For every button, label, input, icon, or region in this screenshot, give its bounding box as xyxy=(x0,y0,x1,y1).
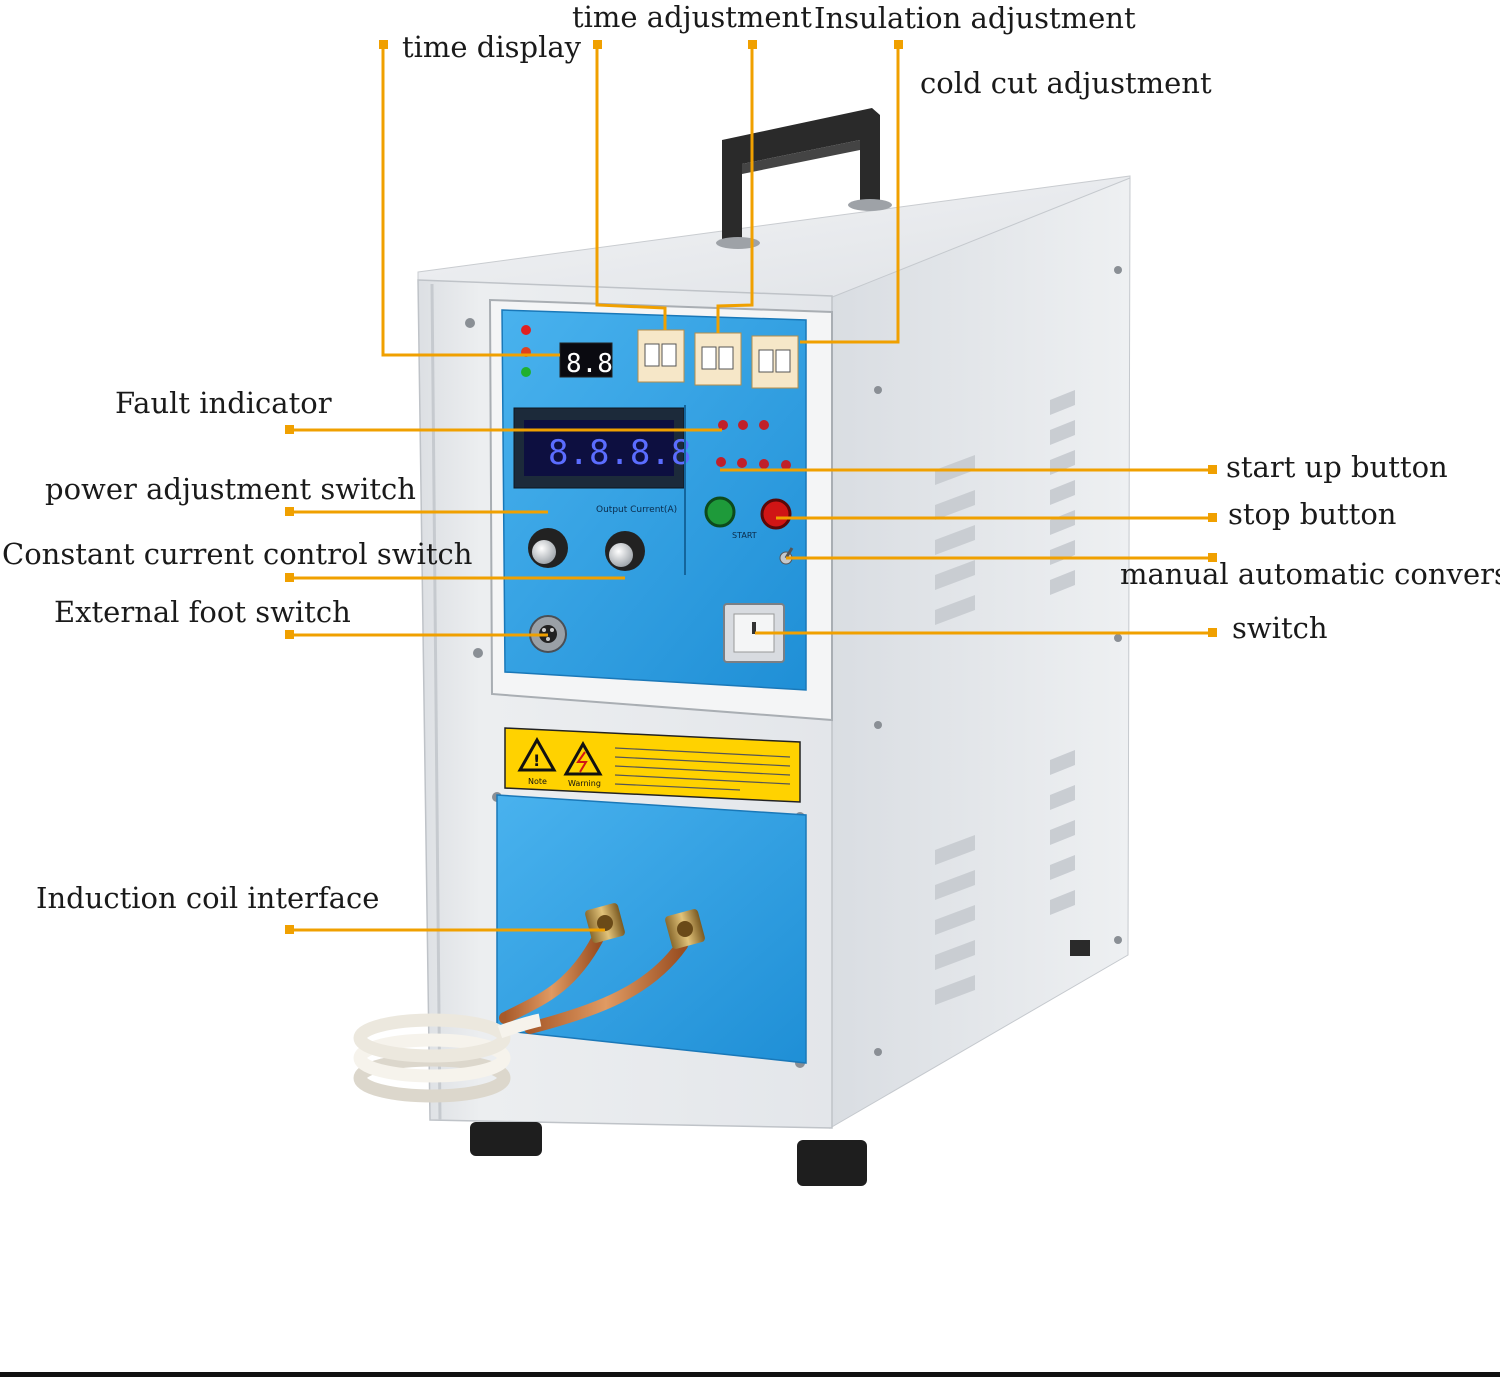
status-leds xyxy=(521,325,531,377)
copper-leads xyxy=(499,932,688,1034)
label-external-foot-switch: External foot switch xyxy=(54,595,351,629)
cabinet-side xyxy=(829,177,1131,1129)
control-panel xyxy=(501,309,807,691)
label-insulation-adjustment: Insulation adjustment xyxy=(814,1,1136,35)
current-knob xyxy=(605,531,645,571)
label-induction-coil-interface: Induction coil interface xyxy=(36,881,380,915)
start-caption: START xyxy=(732,531,757,540)
label-switch: switch xyxy=(1232,611,1328,645)
brass-fittings xyxy=(585,903,705,949)
label-start-up-button: start up button xyxy=(1226,450,1448,484)
label-fault-indicator: Fault indicator xyxy=(115,386,332,420)
foot-back-right xyxy=(1070,940,1090,956)
fault-leds xyxy=(716,420,791,470)
induction-coil xyxy=(353,1013,542,1103)
warning-caption-2: Warning xyxy=(568,779,601,788)
label-manual-automatic-conversion: manual automatic conversion xyxy=(1120,557,1500,591)
side-vents xyxy=(935,390,1075,1005)
label-cold-cut-adjustment: cold cut adjustment xyxy=(920,66,1212,100)
coil-interface-plate xyxy=(496,794,807,1064)
foot-front-left xyxy=(470,1122,542,1156)
output-current-caption: Output Current(A) xyxy=(596,505,677,515)
label-constant-current-control-switch: Constant current control switch xyxy=(2,537,473,571)
foot-front-right xyxy=(797,1140,867,1186)
leader-lines xyxy=(290,45,1212,932)
leader-markers xyxy=(285,40,1217,934)
stop-button xyxy=(760,498,792,530)
warning-triangle-icon xyxy=(517,736,557,772)
panel-divider xyxy=(684,405,686,575)
electric-hazard-icon xyxy=(563,740,603,776)
heating-time-adjuster xyxy=(637,329,685,383)
label-time-display: time display xyxy=(402,30,582,64)
power-knob xyxy=(528,528,568,568)
rocker-switch xyxy=(723,603,785,663)
start-button xyxy=(704,496,736,528)
cooling-time-adjuster xyxy=(751,335,799,389)
label-power-adjustment-switch: power adjustment switch xyxy=(45,472,416,506)
label-stop-button: stop button xyxy=(1228,497,1397,531)
time-display xyxy=(559,342,613,378)
label-time-adjustment: time adjustment xyxy=(572,0,812,34)
bottom-rule xyxy=(0,1372,1500,1377)
svg-text:!: ! xyxy=(533,751,540,770)
carry-handle xyxy=(716,108,892,249)
warning-caption-1: Note xyxy=(528,777,547,786)
warning-label: ! Note Warning xyxy=(504,727,801,803)
time-display-digits: 8.8 xyxy=(566,349,613,379)
insulation-time-adjuster xyxy=(694,332,742,386)
power-display-digits: 8.8.8.8 xyxy=(548,433,691,473)
